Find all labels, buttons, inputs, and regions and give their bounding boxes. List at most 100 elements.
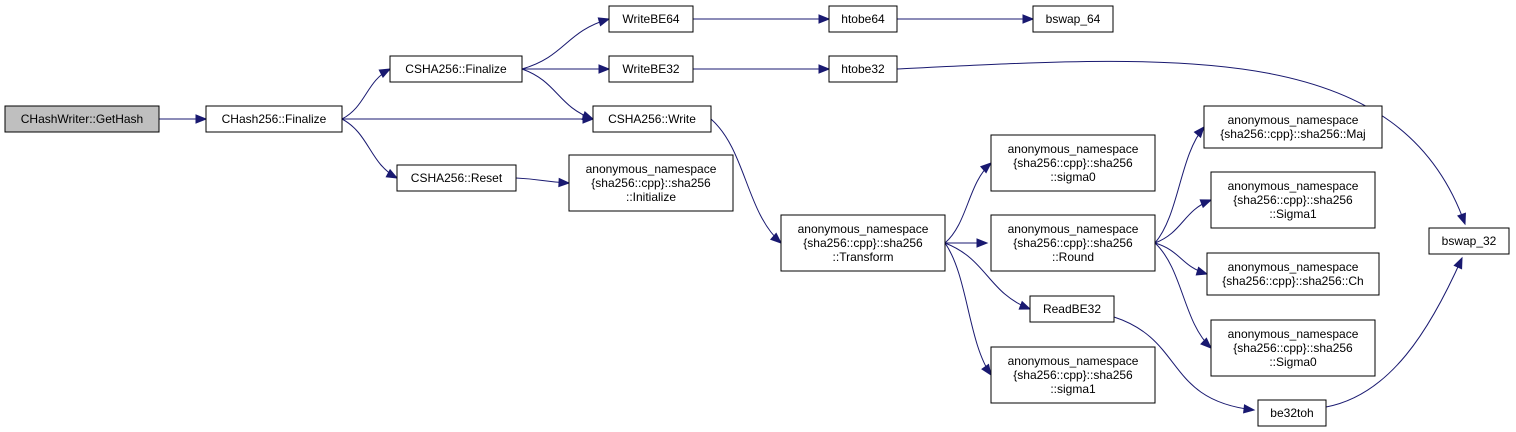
edge-hash256_finalize-to-sha256_write (342, 114, 595, 124)
node-ch[interactable]: anonymous_namespace{sha256::cpp}::sha256… (1206, 252, 1380, 296)
node-box (592, 105, 712, 133)
node-label-line: CSHA256::Write (608, 112, 696, 126)
edge-gethash-to-hash256_finalize (159, 114, 208, 124)
node-label-line: anonymous_namespace (1008, 142, 1139, 156)
edge-arrowhead (385, 168, 399, 179)
node-sigma1_big[interactable]: anonymous_namespace{sha256::cpp}::sha256… (1210, 171, 1376, 229)
node-hash256_finalize[interactable]: CHash256::Finalize (205, 105, 343, 133)
node-label-line: {sha256::cpp}::sha256 (1013, 236, 1133, 250)
edge-arrowhead (581, 111, 595, 120)
node-round[interactable]: anonymous_namespace{sha256::cpp}::sha256… (990, 214, 1156, 272)
node-sha256_reset[interactable]: CSHA256::Reset (396, 164, 517, 192)
node-label-line: anonymous_namespace (1228, 260, 1359, 274)
node-label-line: ReadBE32 (1043, 302, 1101, 316)
edge-round-to-maj (1154, 125, 1205, 244)
node-box (780, 214, 946, 272)
edge-arrowhead (1200, 337, 1212, 349)
node-box (568, 154, 734, 212)
edge-readbe32-to-be32toh (1113, 316, 1256, 414)
edge-line (944, 242, 992, 376)
edge-line (944, 162, 992, 244)
node-gethash[interactable]: CHashWriter::GetHash (4, 105, 160, 133)
node-box (828, 55, 898, 83)
node-box (990, 214, 1156, 272)
edge-sha256_finalize-to-writebe32 (522, 64, 611, 74)
node-label-line: ::Transform (833, 250, 894, 264)
node-sigma1_small[interactable]: anonymous_namespace{sha256::cpp}::sha256… (990, 346, 1156, 404)
node-bswap_64[interactable]: bswap_64 (1032, 5, 1114, 33)
edge-line (896, 60, 1466, 225)
node-box (1206, 252, 1380, 296)
node-transform[interactable]: anonymous_namespace{sha256::cpp}::sha256… (780, 214, 946, 272)
edge-writebe32-to-htobe32 (693, 64, 831, 74)
node-box (1210, 319, 1376, 377)
node-label-line: {sha256::cpp}::sha256 (1233, 341, 1353, 355)
edge-sha256_write-to-transform (710, 118, 783, 244)
node-box (4, 105, 160, 133)
edge-arrowhead (195, 114, 208, 124)
node-writebe32[interactable]: WriteBE32 (608, 55, 694, 83)
edge-arrowhead (981, 363, 992, 377)
node-sha256_finalize[interactable]: CSHA256::Finalize (389, 55, 523, 83)
node-initialize[interactable]: anonymous_namespace{sha256::cpp}::sha256… (568, 154, 734, 212)
node-htobe64[interactable]: htobe64 (828, 5, 898, 33)
node-label-line: {sha256::cpp}::sha256 (1013, 368, 1133, 382)
node-label-line: anonymous_namespace (1008, 222, 1139, 236)
node-box (1257, 399, 1327, 427)
edge-arrowhead (769, 232, 783, 244)
node-label-line: ::Sigma0 (1269, 355, 1317, 369)
node-sigma0_small[interactable]: anonymous_namespace{sha256::cpp}::sha256… (990, 134, 1156, 192)
node-label-line: ::Sigma1 (1269, 207, 1317, 221)
edge-line (710, 118, 782, 244)
edge-htobe32-to-bswap_32 (896, 60, 1466, 226)
node-htobe32[interactable]: htobe32 (828, 55, 898, 83)
edge-transform-to-round (945, 238, 989, 248)
edge-arrowhead (597, 17, 611, 27)
edge-round-to-sigma1_big (1154, 199, 1213, 244)
node-box (1210, 171, 1376, 229)
node-box (205, 105, 343, 133)
node-bswap_32[interactable]: bswap_32 (1428, 227, 1510, 255)
edge-be32toh-to-bswap_32 (1325, 256, 1463, 408)
node-box (990, 134, 1156, 192)
node-label-line: ::Round (1052, 250, 1094, 264)
node-box (1029, 295, 1115, 323)
edge-transform-to-readbe32 (944, 242, 1032, 310)
edge-arrowhead (818, 14, 831, 24)
node-label-line: anonymous_namespace (1228, 113, 1359, 127)
node-label-line: anonymous_namespace (1008, 354, 1139, 368)
node-label-line: {sha256::cpp}::sha256 (1233, 193, 1353, 207)
node-box (990, 346, 1156, 404)
edge-round-to-ch (1154, 242, 1209, 276)
edge-arrowhead (558, 177, 571, 188)
node-label-line: anonymous_namespace (586, 162, 717, 176)
node-sigma0_big[interactable]: anonymous_namespace{sha256::cpp}::sha256… (1210, 319, 1376, 377)
node-label-line: {sha256::cpp}::sha256::Maj (1220, 127, 1365, 141)
edge-transform-to-sigma0_small (944, 162, 993, 244)
node-box (389, 55, 523, 83)
node-writebe64[interactable]: WriteBE64 (608, 5, 694, 33)
node-label-line: anonymous_namespace (1228, 179, 1359, 193)
edge-line (341, 118, 398, 179)
edge-arrowhead (818, 64, 831, 74)
node-box (1032, 5, 1114, 33)
edge-arrowhead (1018, 300, 1032, 310)
node-maj[interactable]: anonymous_namespace{sha256::cpp}::sha256… (1203, 105, 1383, 149)
edge-line (944, 242, 1031, 310)
node-box (396, 164, 517, 192)
node-label-line: ::Initialize (626, 190, 676, 204)
edge-line (521, 18, 610, 70)
node-label-line: anonymous_namespace (798, 222, 929, 236)
node-box (828, 5, 898, 33)
node-sha256_write[interactable]: CSHA256::Write (592, 105, 712, 133)
node-box (1428, 227, 1510, 255)
edge-htobe64-to-bswap_64 (897, 14, 1035, 24)
node-label-line: {sha256::cpp}::sha256 (803, 236, 923, 250)
edge-line (1325, 257, 1463, 408)
node-be32toh[interactable]: be32toh (1257, 399, 1327, 427)
edge-arrowhead (1243, 404, 1256, 414)
node-readbe32[interactable]: ReadBE32 (1029, 295, 1115, 323)
edge-arrowhead (1453, 256, 1463, 270)
edge-hash256_finalize-to-sha256_reset (341, 118, 399, 179)
